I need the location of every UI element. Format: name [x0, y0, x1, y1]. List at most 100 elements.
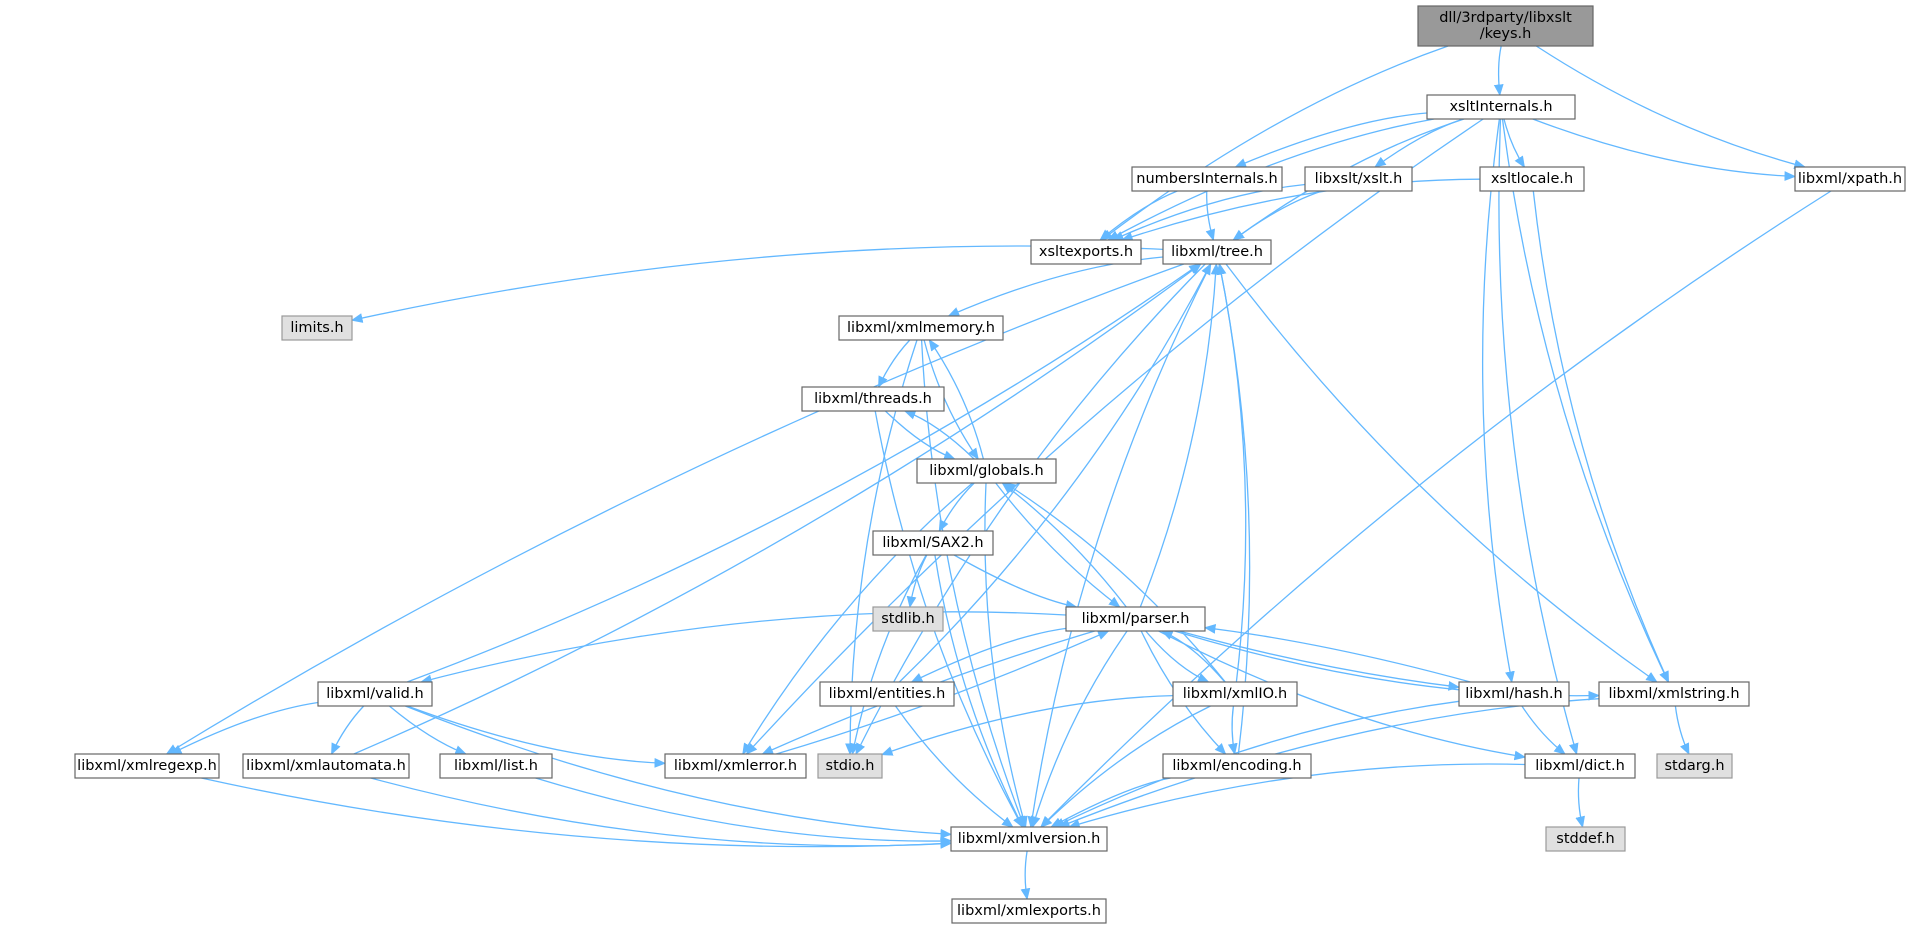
edge-xmlIO-to-encoding [1227, 705, 1238, 756]
edge-xsltInternals-to-xsltlocale [1503, 118, 1526, 168]
node-label: xsltexports.h [1039, 244, 1133, 260]
node-parser[interactable]: libxml/parser.h [1065, 606, 1206, 632]
node-xmlautomata[interactable]: libxml/xmlautomata.h [242, 753, 410, 779]
node-label: libxml/xmlexports.h [957, 903, 1101, 919]
edge-xmlmemory-to-threads [878, 339, 911, 389]
edge-numbersInternals-to-tree [1205, 190, 1216, 242]
node-xmlerror[interactable]: libxml/xmlerror.h [664, 753, 807, 779]
node-SAX2[interactable]: libxml/SAX2.h [872, 530, 994, 556]
node-box [664, 753, 807, 779]
node-label: libxml/parser.h [1082, 611, 1190, 627]
node-keys[interactable]: dll/3rdparty/libxslt/keys.h [1417, 5, 1594, 47]
node-label: libxml/xmlregexp.h [77, 758, 217, 774]
node-label: libxml/xmlversion.h [958, 831, 1101, 847]
edge-xmlIO-to-parser [1160, 630, 1226, 683]
edge-xsltInternals-to-hash [1481, 118, 1515, 684]
edge-valid-to-list [388, 705, 467, 755]
node-label: libxml/list.h [454, 758, 538, 774]
node-xsltInternals[interactable]: xsltInternals.h [1426, 94, 1576, 120]
node-box [872, 530, 994, 556]
edge-tree-to-xmlversion [1027, 263, 1212, 829]
node-box [951, 898, 1107, 924]
node-valid[interactable]: libxml/valid.h [317, 681, 433, 707]
node-xmlexports[interactable]: libxml/xmlexports.h [951, 898, 1107, 924]
edge-tree-to-xmlmemory [947, 256, 1164, 317]
node-box [1162, 753, 1312, 779]
node-xmlIO[interactable]: libxml/xmlIO.h [1172, 681, 1298, 707]
edge-valid-to-xmlversion [405, 705, 953, 839]
edge-parser-to-entities [910, 627, 1067, 683]
edge-list-to-xmlversion [535, 777, 953, 846]
node-hash[interactable]: libxml/hash.h [1458, 681, 1570, 707]
node-xslt[interactable]: libxslt/xslt.h [1304, 166, 1413, 192]
node-xpath[interactable]: libxml/xpath.h [1794, 166, 1906, 192]
edge-xmlIO-to-tree [1216, 262, 1247, 683]
node-list[interactable]: libxml/list.h [439, 753, 553, 779]
edge-globals-to-threads [903, 410, 975, 460]
node-label: stdlib.h [881, 611, 935, 627]
node-box [281, 315, 353, 341]
edge-globals-to-xmlerror [742, 482, 973, 755]
node-label: libxml/globals.h [929, 463, 1043, 479]
node-xmlversion[interactable]: libxml/xmlversion.h [950, 826, 1108, 852]
node-box [817, 753, 883, 779]
edge-valid-to-xmlautomata [331, 705, 365, 756]
edge-xmlIO-to-xmlversion [1040, 705, 1211, 828]
node-box [1065, 606, 1206, 632]
node-box [819, 681, 955, 707]
node-box [1524, 753, 1636, 779]
edge-xsltInternals-to-xslt [1374, 118, 1464, 168]
node-label: xsltlocale.h [1491, 171, 1573, 187]
node-box [1162, 239, 1272, 265]
node-stddef: stddef.h [1545, 826, 1626, 852]
edge-xsltInternals-to-numbersInternals [1234, 112, 1428, 168]
edge-xmlautomata-to-tree [353, 263, 1202, 755]
edge-valid-to-xmlregexp [169, 701, 319, 755]
edge-valid-to-xmlerror [407, 705, 667, 768]
node-box [1598, 681, 1750, 707]
edge-hash-to-xmlversion [1052, 700, 1460, 828]
edge-xmlstring-to-stdarg [1674, 705, 1690, 756]
edge-xslt-to-xsltexports [1111, 183, 1306, 241]
node-numbersInternals[interactable]: numbersInternals.h [1131, 166, 1283, 192]
edge-xmlIO-to-globals [1004, 482, 1226, 683]
node-box [439, 753, 553, 779]
node-globals[interactable]: libxml/globals.h [916, 458, 1057, 484]
node-xsltexports[interactable]: xsltexports.h [1030, 239, 1142, 265]
edge-entities-to-tree [898, 262, 1212, 683]
edge-xsltInternals-to-dict [1498, 118, 1579, 756]
node-label: limits.h [290, 320, 343, 336]
node-xmlmemory[interactable]: libxml/xmlmemory.h [838, 315, 1004, 341]
node-label: libxml/valid.h [326, 686, 423, 702]
node-dict[interactable]: libxml/dict.h [1524, 753, 1636, 779]
node-label: libxml/SAX2.h [882, 535, 983, 551]
node-box [950, 826, 1108, 852]
node-label: stdio.h [826, 758, 875, 774]
edge-globals-to-SAX2 [938, 482, 975, 533]
node-threads[interactable]: libxml/threads.h [801, 386, 945, 412]
edge-parser-to-xmlversion [1030, 630, 1128, 829]
node-xmlregexp[interactable]: libxml/xmlregexp.h [74, 753, 220, 779]
node-box [1172, 681, 1298, 707]
node-tree[interactable]: libxml/tree.h [1162, 239, 1272, 265]
dependency-edges [165, 45, 1832, 901]
node-box [1030, 239, 1142, 265]
header-file-nodes: dll/3rdparty/libxslt/keys.h xsltInternals… [74, 5, 1906, 924]
node-label: libxml/xpath.h [1798, 171, 1902, 187]
node-label: libxml/dict.h [1535, 758, 1625, 774]
node-xmlstring[interactable]: libxml/xmlstring.h [1598, 681, 1750, 707]
node-box [1656, 753, 1733, 779]
node-xsltlocale[interactable]: xsltlocale.h [1479, 166, 1585, 192]
edge-keys-to-xpath [1535, 45, 1806, 170]
node-encoding[interactable]: libxml/encoding.h [1162, 753, 1312, 779]
node-label: libxml/hash.h [1465, 686, 1563, 702]
edge-tree-to-xmlstring [1225, 263, 1658, 683]
edge-parser-to-hash [1179, 630, 1461, 691]
node-entities[interactable]: libxml/entities.h [819, 681, 955, 707]
edge-xmlautomata-to-xmlversion [370, 777, 953, 849]
edge-valid-to-tree [406, 263, 1201, 683]
node-label: libxml/xmlautomata.h [246, 758, 406, 774]
node-label: libxml/tree.h [1171, 244, 1263, 260]
edge-xmlIO-to-stdio [880, 694, 1174, 756]
